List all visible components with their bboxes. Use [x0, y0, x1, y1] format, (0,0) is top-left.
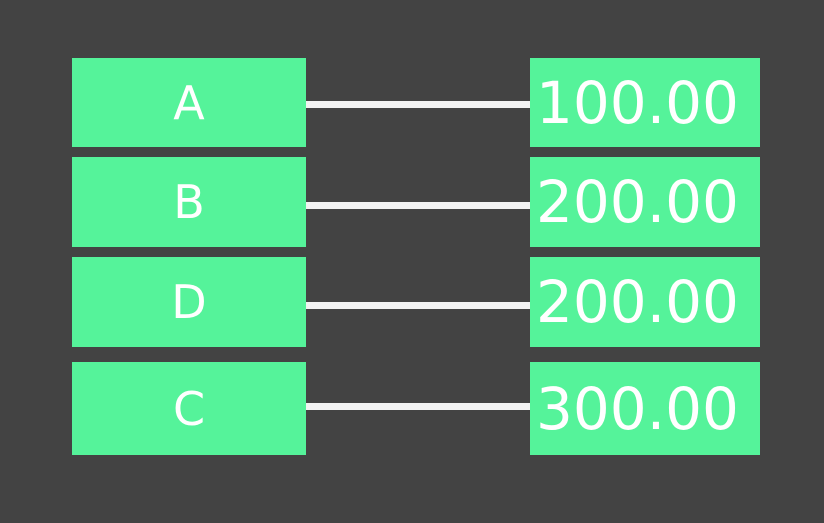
- sankey-target-node[interactable]: 300.00: [530, 362, 760, 455]
- sankey-source-node[interactable]: C: [72, 362, 306, 455]
- sankey-target-node-label: 100.00: [536, 68, 739, 137]
- sankey-target-node-label: 200.00: [536, 168, 739, 236]
- sankey-source-node-label: C: [172, 381, 206, 436]
- sankey-source-node[interactable]: D: [72, 257, 306, 347]
- sankey-source-node[interactable]: A: [72, 58, 306, 147]
- sankey-target-node[interactable]: 200.00: [530, 257, 760, 347]
- sankey-source-node-label: D: [171, 275, 207, 329]
- sankey-link[interactable]: [306, 302, 530, 309]
- sankey-link[interactable]: [306, 202, 530, 209]
- sankey-target-node[interactable]: 100.00: [530, 58, 760, 147]
- sankey-target-node[interactable]: 200.00: [530, 157, 760, 247]
- sankey-target-node-label: 300.00: [536, 374, 739, 443]
- sankey-source-node[interactable]: B: [72, 157, 306, 247]
- sankey-source-node-label: B: [173, 175, 205, 229]
- sankey-link[interactable]: [306, 403, 530, 410]
- sankey-target-node-label: 200.00: [536, 268, 739, 336]
- sankey-source-node-label: A: [173, 75, 205, 130]
- sankey-link[interactable]: [306, 101, 530, 108]
